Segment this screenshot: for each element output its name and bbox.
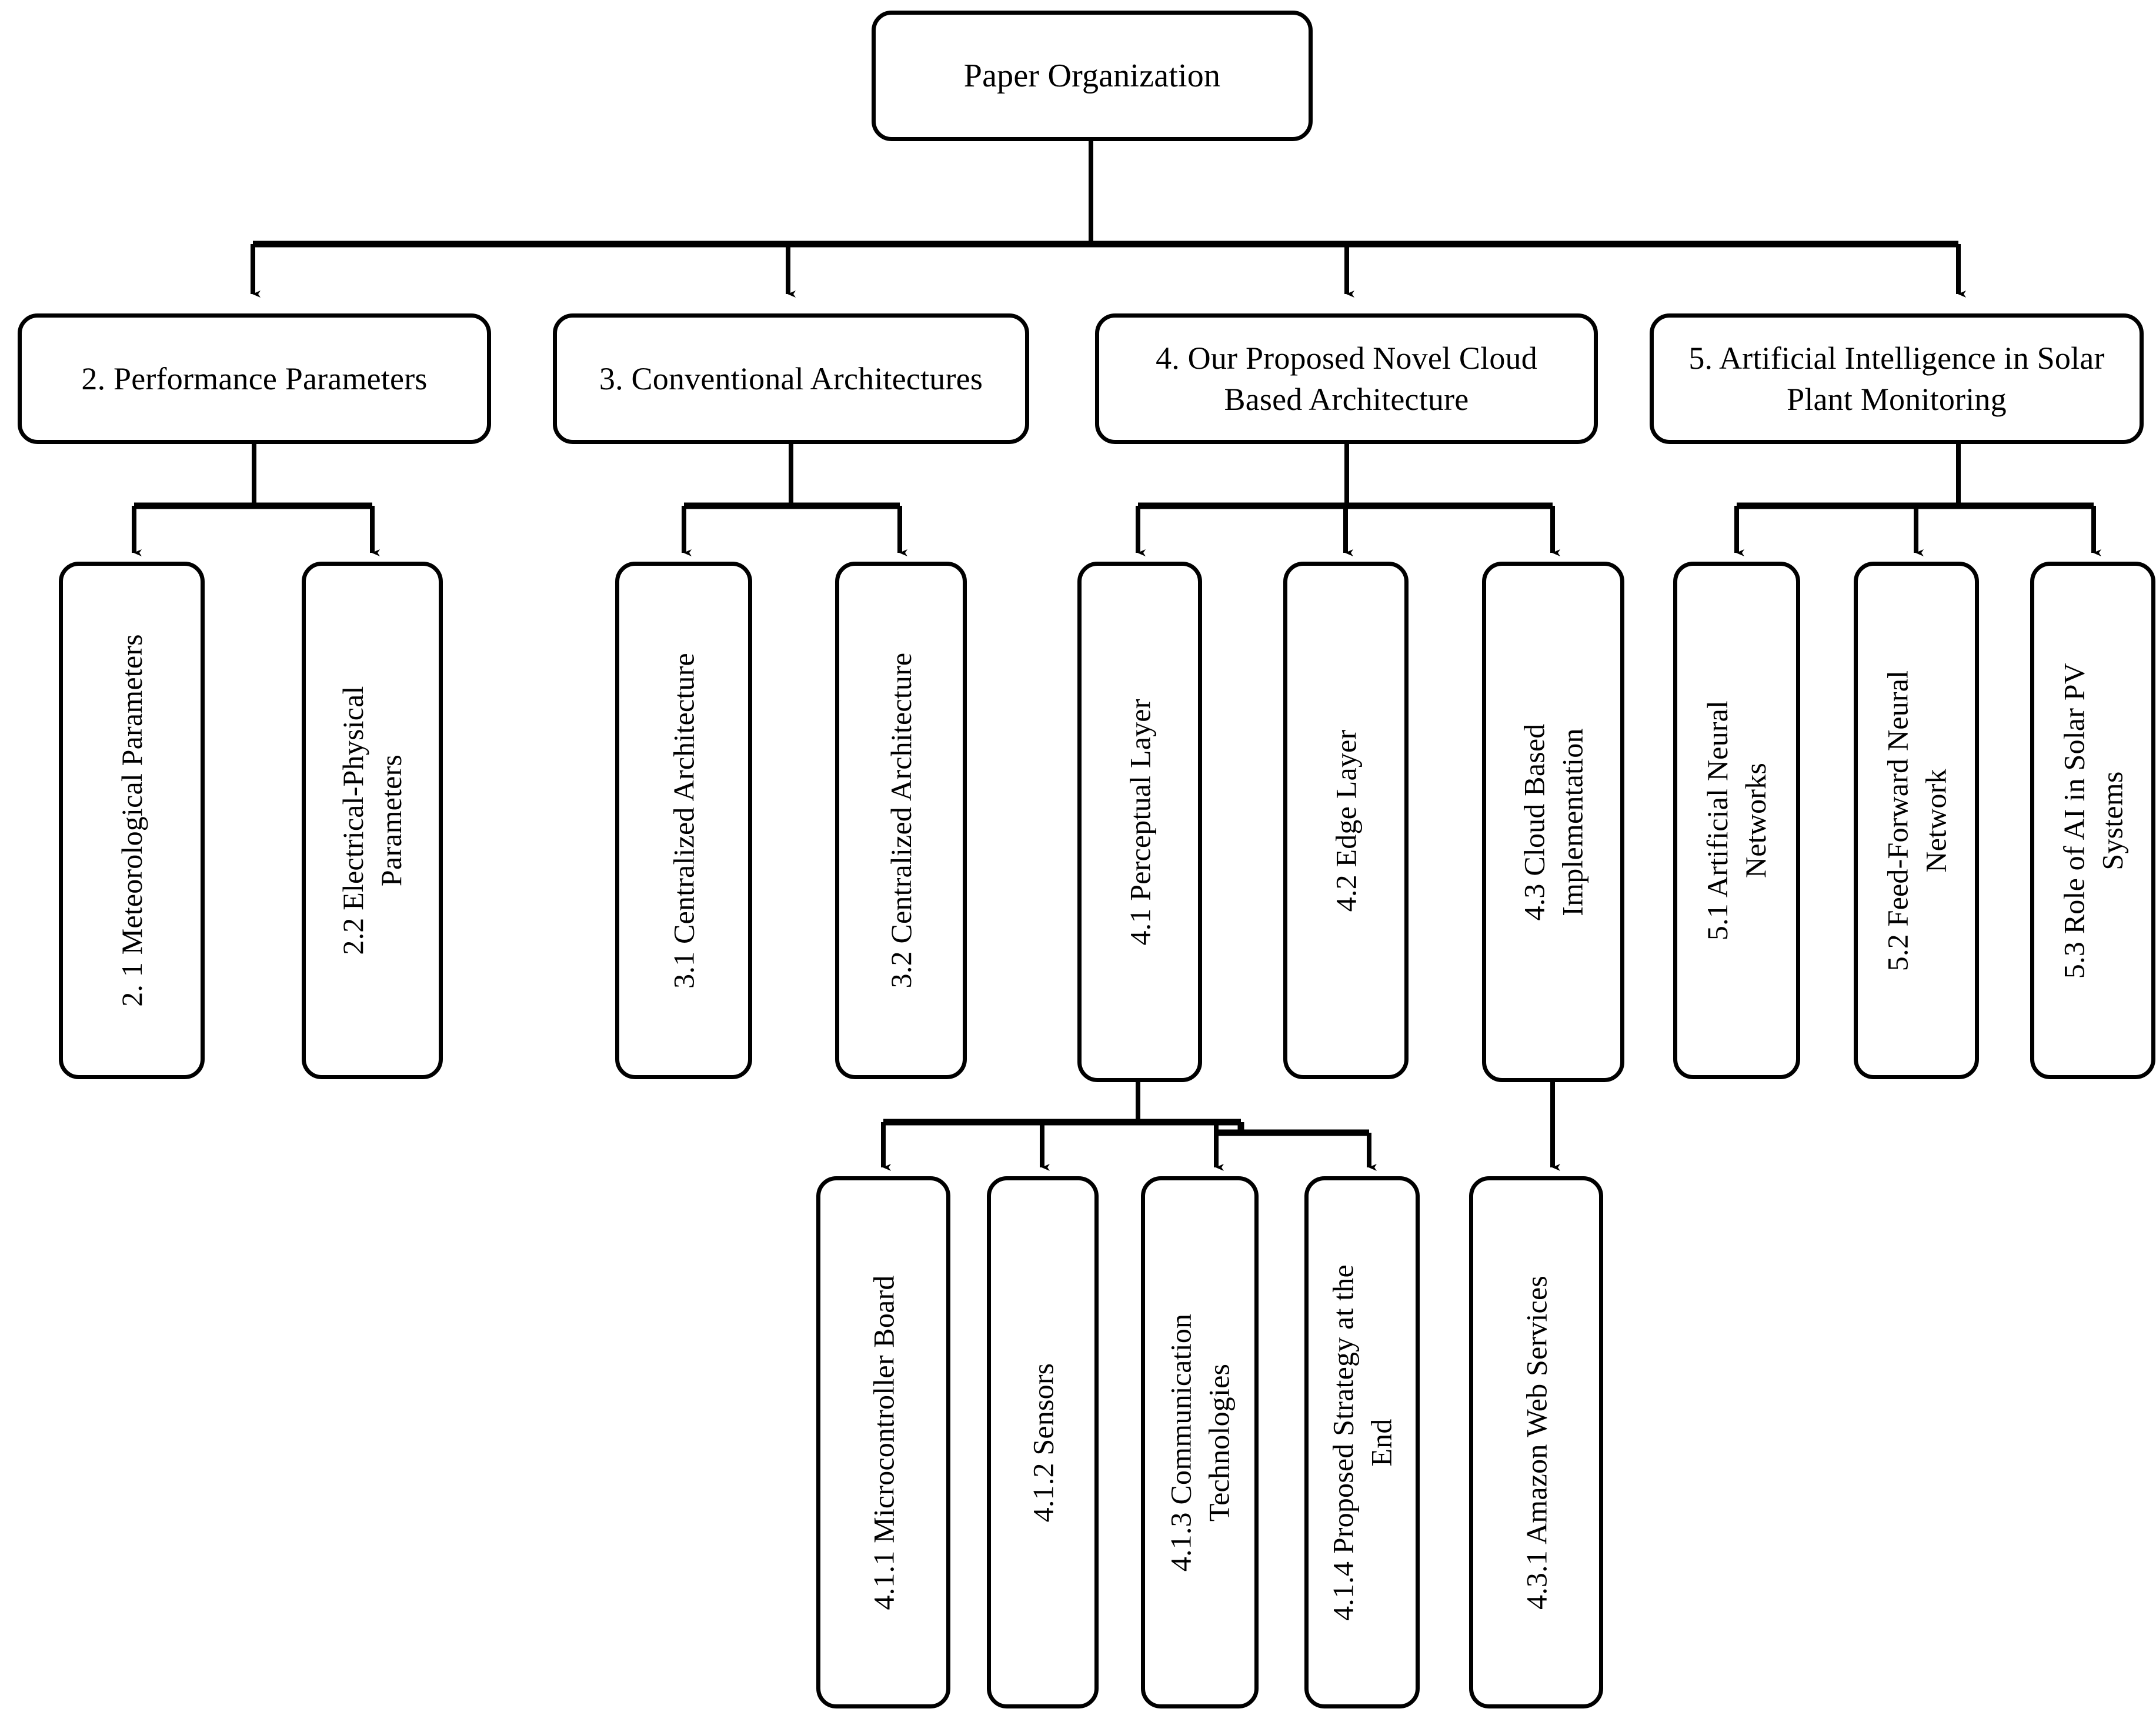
node-s414[interactable]: 4.1.4 Proposed Strategy at the End [1304, 1176, 1420, 1708]
node-s413-label: 4.1.3 Communication Technologies [1164, 1313, 1235, 1571]
node-s31[interactable]: 3.1 Centralized Architecture [615, 562, 752, 1079]
node-s41[interactable]: 4.1 Perceptual Layer [1077, 562, 1202, 1082]
edge-s2-to-children [132, 444, 380, 556]
node-s43-label: 4.3 Cloud Based Implementation [1517, 723, 1588, 920]
node-s414-label: 4.1.4 Proposed Strategy at the End [1326, 1264, 1397, 1621]
node-s413[interactable]: 4.1.3 Communication Technologies [1141, 1176, 1259, 1708]
edge-s41-to-children [881, 1082, 1377, 1171]
node-s21-label: 2. 1 Meteorological Parameters [115, 634, 148, 1007]
node-s22-label: 2.2 Electrical-Physical Parameters [336, 686, 408, 955]
edge-s3-to-children [682, 444, 907, 556]
node-s5[interactable]: 5. Artificial Intelligence in Solar Plan… [1650, 313, 2144, 444]
node-s431-label: 4.3.1 Amazon Web Services [1519, 1275, 1553, 1610]
node-s411[interactable]: 4.1.1 Microcontroller Board [816, 1176, 950, 1708]
node-root-label: Paper Organization [963, 57, 1221, 94]
node-s431[interactable]: 4.3.1 Amazon Web Services [1469, 1176, 1603, 1708]
node-s41-label: 4.1 Perceptual Layer [1123, 698, 1156, 946]
node-root[interactable]: Paper Organization [872, 11, 1313, 141]
node-s412-label: 4.1.2 Sensors [1026, 1363, 1059, 1522]
node-s4[interactable]: 4. Our Proposed Novel Cloud Based Archit… [1095, 313, 1598, 444]
node-s21[interactable]: 2. 1 Meteorological Parameters [59, 562, 205, 1079]
node-s411-label: 4.1.1 Microcontroller Board [866, 1274, 900, 1610]
node-s2-label: 2. Performance Parameters [81, 361, 428, 396]
node-s2[interactable]: 2. Performance Parameters [18, 313, 491, 444]
edge-root-to-level2 [251, 141, 1966, 298]
edge-s5-to-children [1734, 444, 2101, 556]
node-s3[interactable]: 3. Conventional Architectures [553, 313, 1029, 444]
node-s53-label: 5.3 Role of AI in Solar PV Systems [2057, 662, 2128, 979]
node-s5-label: 5. Artificial Intelligence in Solar Plan… [1688, 340, 2105, 417]
node-s43[interactable]: 4.3 Cloud Based Implementation [1482, 562, 1624, 1082]
node-s52-label: 5.2 Feed-Forward Neural Network [1880, 670, 1952, 971]
node-s42[interactable]: 4.2 Edge Layer [1283, 562, 1409, 1079]
node-s31-label: 3.1 Centralized Architecture [667, 652, 700, 989]
edge-s4-to-children [1136, 444, 1560, 556]
node-s51[interactable]: 5.1 Artificial Neural Networks [1673, 562, 1800, 1079]
node-s32[interactable]: 3.2 Centralized Architecture [835, 562, 967, 1079]
node-s52[interactable]: 5.2 Feed-Forward Neural Network [1854, 562, 1979, 1079]
node-s22[interactable]: 2.2 Electrical-Physical Parameters [302, 562, 443, 1079]
node-s51-label: 5.1 Artificial Neural Networks [1701, 700, 1772, 941]
node-s412[interactable]: 4.1.2 Sensors [987, 1176, 1099, 1708]
node-s3-label: 3. Conventional Architectures [599, 361, 983, 396]
node-s42-label: 4.2 Edge Layer [1329, 729, 1362, 912]
node-s53[interactable]: 5.3 Role of AI in Solar PV Systems [2030, 562, 2155, 1079]
node-s32-label: 3.2 Centralized Architecture [884, 652, 917, 989]
node-s4-label: 4. Our Proposed Novel Cloud Based Archit… [1156, 340, 1537, 417]
